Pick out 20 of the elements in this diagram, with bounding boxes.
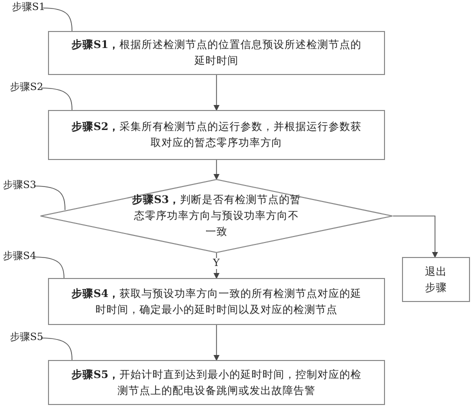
process-box: 步骤S5，开始计时直到达到最小的延时时间，控制对应的检测节点上的配电设备跳闸或发出故障告警 (48, 360, 385, 405)
leader-line (40, 338, 72, 360)
leader-line (40, 88, 72, 110)
arrow (214, 160, 220, 180)
step-label: 步骤S3 (3, 180, 33, 192)
step-label: 步骤S5 (10, 332, 40, 344)
arrow (214, 324, 220, 361)
process-box: 步骤S1，根据所述检测节点的位置信息预设所述检测节点的延时时间 (48, 31, 385, 75)
process-box: 退出步骤 (402, 257, 470, 302)
edge-label: Y (212, 258, 221, 269)
process-box: 步骤S2，采集所有检测节点的运行参数，并根据运行参数获取对应的暂态零序功率方向 (48, 110, 385, 160)
arrow (214, 74, 220, 111)
step-label: 步骤S2 (10, 82, 40, 94)
process-box: 步骤S4，获取与预设功率方向一致的所有检测节点对应的延时时间，确定最小的延时时间以及对应的检测节点 (48, 278, 385, 325)
leader-line (34, 256, 64, 278)
leader-line (42, 8, 72, 32)
step-label: 步骤S1 (12, 2, 42, 14)
decision-diamond: 步骤S3，判断是否有检测节点的暂态零序功率方向与预设功率方向不一致 (40, 179, 393, 253)
leader-line (34, 186, 66, 210)
arrow (392, 216, 438, 258)
